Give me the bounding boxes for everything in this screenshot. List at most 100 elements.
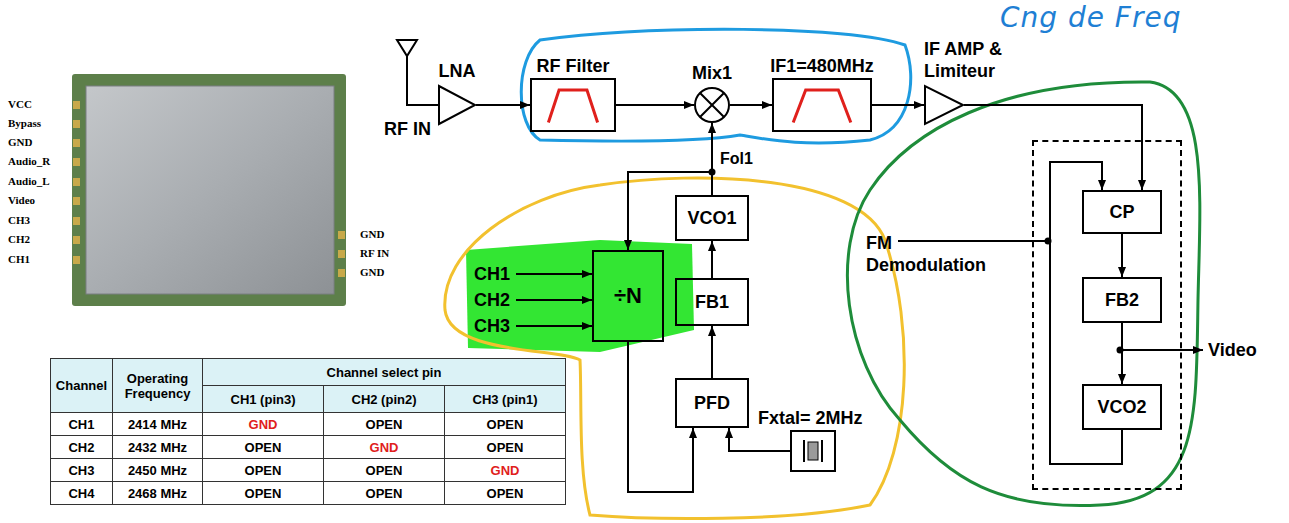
pin-label: RF IN	[360, 247, 389, 260]
table-cell: 2414 MHz	[113, 413, 203, 436]
table-cell: OPEN	[445, 482, 566, 505]
table-cell: Channel	[51, 359, 113, 413]
pin-label: CH2	[8, 233, 30, 246]
mixer-circle-shape	[695, 88, 729, 122]
table-cell: OPEN	[324, 482, 445, 505]
table-cell: OPEN	[203, 482, 324, 505]
box-label: CP	[1109, 201, 1134, 223]
signal-label: CH3	[474, 315, 510, 337]
dashed-group: FM DemodulationCPFB2VCO2	[1032, 140, 1182, 490]
signal-label: CH1	[474, 263, 510, 285]
shape-heading: LNA	[439, 60, 476, 82]
green-outline	[847, 82, 1199, 506]
signal-connector	[711, 241, 713, 278]
signal-connector	[964, 105, 1142, 190]
process-box: CP	[1082, 190, 1162, 234]
signal-label: Video	[1208, 339, 1257, 361]
table-cell: CH3	[51, 459, 113, 482]
triangle-shape	[439, 86, 475, 124]
crystal-box: Fxtal= 2MHz	[790, 430, 836, 472]
signal-connector	[730, 104, 772, 106]
pin-label: GND	[360, 228, 384, 241]
antenna-symbol	[397, 40, 438, 105]
table-cell: CH1 (pin3)	[203, 386, 324, 413]
signal-label: RF IN	[384, 118, 431, 140]
pin-label: CH3	[8, 214, 30, 227]
pin-label: Audio_R	[8, 155, 50, 168]
signal-connector	[616, 104, 694, 106]
pin-label: GND	[360, 266, 384, 279]
box-label: PFD	[694, 392, 730, 414]
metal-shield	[86, 86, 334, 294]
box-label: FB2	[1105, 289, 1139, 311]
signal-connector	[729, 428, 790, 451]
bandpass-symbol	[532, 80, 614, 130]
box-label: ÷N	[614, 283, 642, 309]
pin-label: Bypass	[8, 117, 41, 130]
table-cell: 2450 MHz	[113, 459, 203, 482]
triangle-outline	[438, 85, 476, 125]
box-label: VCO2	[1097, 396, 1146, 418]
signal-connector	[711, 326, 713, 378]
table-cell: OPEN	[445, 413, 566, 436]
signal-connector	[872, 104, 924, 106]
shape-heading: IF AMP & Limiteur	[924, 38, 1036, 82]
table-cell: CH2 (pin2)	[324, 386, 445, 413]
table-row: CH12414 MHzGNDOPENOPEN	[51, 413, 566, 436]
table-cell: OPEN	[203, 436, 324, 459]
process-box: VCO2	[1082, 384, 1162, 430]
process-box: VCO1	[675, 195, 749, 241]
process-box: FB2	[1082, 277, 1162, 323]
bandpass-curve	[793, 90, 851, 123]
edge-label: Fol1	[719, 149, 754, 168]
mixer-cross	[700, 93, 723, 116]
channel-table: ChannelOperating FrequencyChannel select…	[50, 358, 566, 505]
mixer-symbol	[694, 87, 730, 123]
filter-box: RF Filter	[530, 78, 616, 132]
module-pcb	[72, 74, 346, 306]
table-cell: CH3 (pin1)	[445, 386, 566, 413]
table-cell: OPEN	[445, 436, 566, 459]
crystal-symbol	[792, 432, 834, 470]
process-box: FB1	[675, 278, 749, 326]
table-row: CH32450 MHzOPENOPENGND	[51, 459, 566, 482]
mixer-circle: Mix1	[694, 87, 730, 123]
shape-heading: RF Filter	[536, 55, 609, 77]
handwritten-note: Cng de Freq	[1000, 2, 1182, 34]
crystal-plates	[804, 440, 822, 462]
table-cell: CH1	[51, 413, 113, 436]
table-row: CH42468 MHzOPENOPENOPEN	[51, 482, 566, 505]
signal-connector	[476, 104, 530, 106]
table-cell: 2432 MHz	[113, 436, 203, 459]
blue-outline	[521, 29, 910, 143]
table-cell: GND	[324, 436, 445, 459]
table-cell: GND	[203, 413, 324, 436]
highlight-mark	[466, 240, 694, 352]
yellow-outline	[445, 178, 905, 519]
table-cell: OPEN	[203, 459, 324, 482]
fm-pointer-line	[898, 240, 1048, 242]
pin-label: GND	[8, 136, 32, 149]
amplifier-triangle: IF AMP & Limiteur	[924, 85, 964, 125]
shape-heading: IF1=480MHz	[770, 55, 874, 77]
signal-connector	[1121, 323, 1123, 384]
table-cell: OPEN	[324, 413, 445, 436]
crystal-body	[808, 442, 818, 460]
table-row: ChannelOperating FrequencyChannel select…	[51, 359, 566, 386]
shape-heading: FM Demodulation	[866, 232, 994, 276]
pin-label: Audio_L	[8, 175, 50, 188]
shape-heading: Fxtal= 2MHz	[758, 407, 863, 429]
pin-label: VCC	[8, 98, 32, 111]
signal-label: CH2	[474, 289, 510, 311]
triangle-shape	[925, 86, 963, 124]
divider-box: ÷N	[592, 250, 664, 342]
filter-box: IF1=480MHz	[772, 78, 872, 132]
table-cell: Operating Frequency	[113, 359, 203, 413]
amplifier-triangle: LNA	[438, 85, 476, 125]
table-cell: 2468 MHz	[113, 482, 203, 505]
table-cell: GND	[445, 459, 566, 482]
channel-select-arrows	[516, 274, 592, 326]
table-row: CH22432 MHzOPENGNDOPEN	[51, 436, 566, 459]
table-cell: CH4	[51, 482, 113, 505]
